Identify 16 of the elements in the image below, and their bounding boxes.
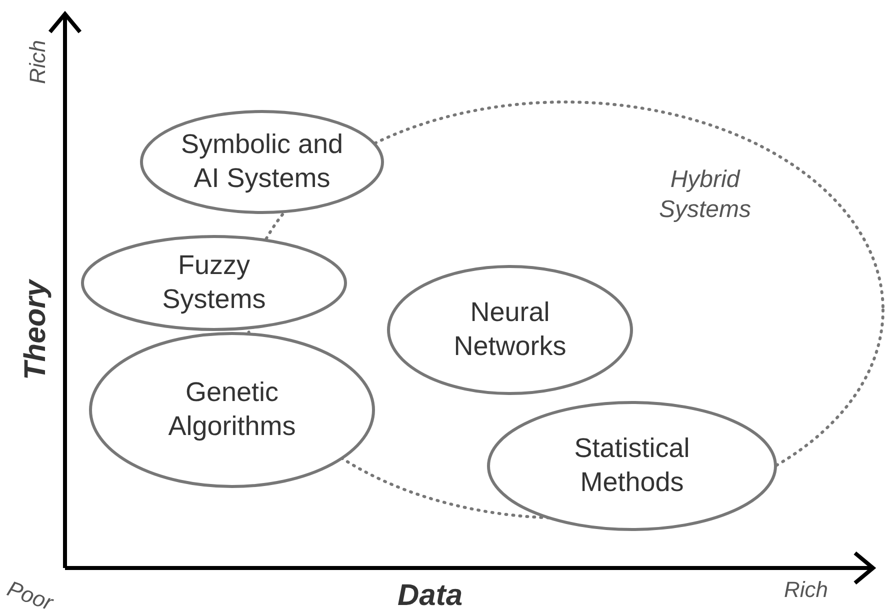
category-label: Fuzzy Systems [161,249,267,316]
axis-end-label: Rich [784,577,828,603]
category-label: Genetic Algorithms [167,376,297,443]
category-ellipse [81,235,347,331]
axis-end-label: Poor [4,576,56,613]
category-ellipse [89,332,375,488]
region-label: Hybrid Systems [658,165,752,225]
category-label: Statistical Methods [573,432,691,499]
category-label: Neural Networks [452,296,568,363]
category-ellipse [140,110,384,214]
category-ellipse [487,401,777,531]
axis-title: Data [397,579,463,613]
axis-end-label: Rich [25,40,51,84]
category-label: Symbolic and AI Systems [180,128,344,195]
category-ellipse [387,265,633,395]
axis-title: Theory [19,280,53,380]
